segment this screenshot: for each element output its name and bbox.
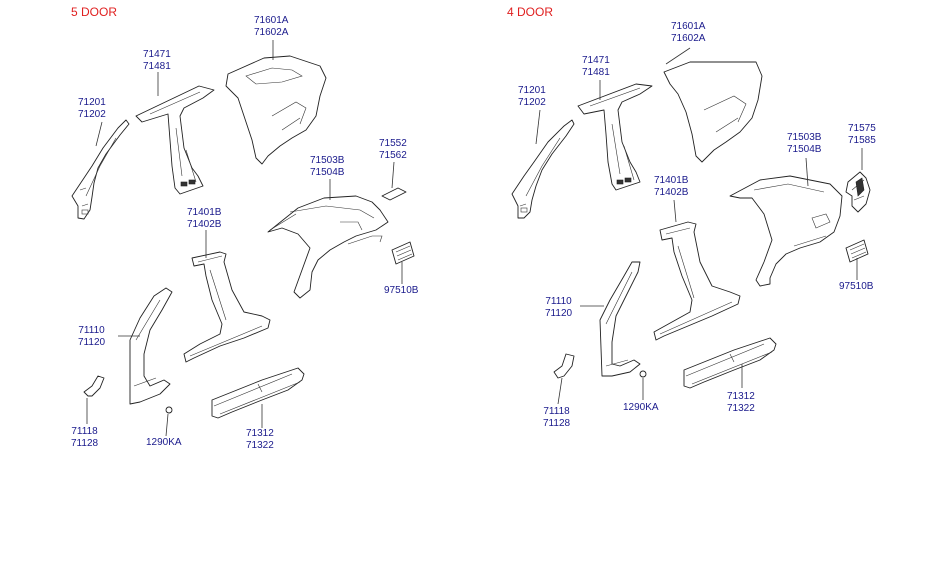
5door-rocker-sill [211,367,305,419]
part-number-71601a-71602a[interactable]: 71601A 71602A [671,21,706,44]
part-number-71312-71322[interactable]: 71312 71322 [246,428,274,451]
variant-title-4-door: 4 DOOR [507,5,554,19]
variant-title-5-door: 5 DOOR [71,5,118,19]
part-number-71471-71481[interactable]: 71471 71481 [582,55,610,78]
4door-rear-inner-panel [663,61,763,163]
part-number-71601a-71602a[interactable]: 71601A 71602A [254,15,289,38]
4door-center-pillar [653,221,741,341]
5door-small-bracket-71552 [381,187,407,201]
4door-small-bracket-71118 [553,353,575,379]
part-number-71110-71120[interactable]: 71110 71120 [78,325,106,348]
4door-quarter-outer-panel [729,175,843,287]
part-number-71575-71585[interactable]: 71575 71585 [848,123,876,146]
part-number-71401b-71402b[interactable]: 71401B 71402B [187,207,222,230]
5door-roof-rail-b-pillar [135,85,215,195]
5door-grommet [165,406,173,414]
part-number-71201-71202[interactable]: 71201 71202 [518,85,546,108]
part-number-71201-71202[interactable]: 71201 71202 [78,97,106,120]
part-number-97510b[interactable]: 97510B [839,281,874,292]
5door-small-bracket-71118 [83,375,105,397]
part-number-71312-71322[interactable]: 71312 71322 [727,391,755,414]
part-number-1290ka[interactable]: 1290KA [623,402,659,413]
part-number-71503b-71504b[interactable]: 71503B 71504B [787,132,822,155]
4door-grommet [639,370,647,378]
4door-tail-bracket-71575 [845,171,871,213]
part-number-97510b[interactable]: 97510B [384,285,419,296]
5door-vent-grille [391,241,415,265]
part-number-71110-71120[interactable]: 71110 71120 [545,296,573,319]
4door-roof-rail-b-pillar [577,83,653,191]
part-number-71471-71481[interactable]: 71471 71481 [143,49,171,72]
4door-vent-grille [845,239,869,263]
5door-center-pillar [183,251,271,363]
4door-rocker-sill [683,337,777,389]
4door-a-pillar-outer [599,261,641,377]
4door-a-pillar-inner [511,119,575,219]
5door-quarter-outer-panel [267,195,389,299]
part-number-71118-71128[interactable]: 71118 71128 [543,406,571,429]
part-number-71503b-71504b[interactable]: 71503B 71504B [310,155,345,178]
5door-rear-inner-panel [225,55,327,165]
part-number-71118-71128[interactable]: 71118 71128 [71,426,99,449]
part-number-71552-71562[interactable]: 71552 71562 [379,138,407,161]
part-number-1290ka[interactable]: 1290KA [146,437,182,448]
5door-a-pillar-outer [129,287,173,405]
part-number-71401b-71402b[interactable]: 71401B 71402B [654,175,689,198]
5door-a-pillar-inner [71,119,130,220]
